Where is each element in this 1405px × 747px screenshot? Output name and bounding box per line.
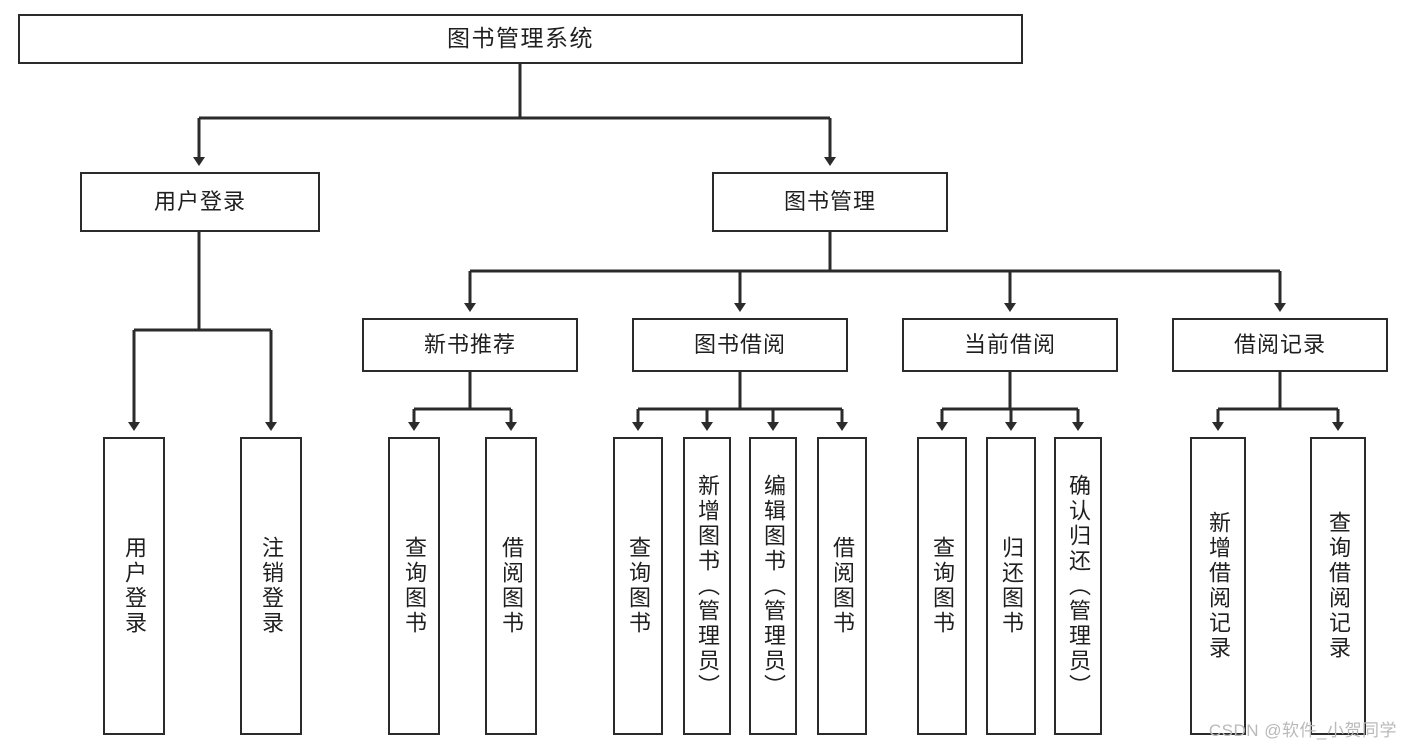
node-borrow-record-label: 借阅记录 [1233,332,1326,358]
leaf-record-add-record[interactable]: 新增借阅记录 [1190,437,1246,735]
node-root[interactable]: 图书管理系统 [18,14,1023,64]
leaf-record-add-record-label: 新增借阅记录 [1206,511,1231,661]
leaf-borrow-query-book[interactable]: 查询图书 [613,437,663,735]
leaf-newbook-query-book-label: 查询图书 [402,536,427,636]
leaf-user-login[interactable]: 用户登录 [103,437,165,735]
leaf-borrow-add-book-admin-label: 新增图书（管理员） [695,473,720,699]
leaf-newbook-borrow-book[interactable]: 借阅图书 [485,437,537,735]
node-book-borrow[interactable]: 图书借阅 [632,318,848,372]
node-book-borrow-label: 图书借阅 [693,332,786,358]
leaf-current-confirm-return-admin-label: 确认归还（管理员） [1066,473,1091,699]
leaf-borrow-borrow-book-label: 借阅图书 [830,536,855,636]
leaf-logout[interactable]: 注销登录 [240,437,302,735]
node-user-login[interactable]: 用户登录 [80,172,320,232]
leaf-newbook-query-book[interactable]: 查询图书 [388,437,440,735]
leaf-borrow-borrow-book[interactable]: 借阅图书 [817,437,867,735]
leaf-borrow-add-book-admin[interactable]: 新增图书（管理员） [683,437,731,735]
leaf-user-login-label: 用户登录 [122,536,147,636]
node-book-management[interactable]: 图书管理 [712,172,948,232]
leaf-record-query-record-label: 查询借阅记录 [1326,511,1351,661]
leaf-current-confirm-return-admin[interactable]: 确认归还（管理员） [1054,437,1102,735]
leaf-borrow-edit-book-admin[interactable]: 编辑图书（管理员） [749,437,797,735]
leaf-current-return-book[interactable]: 归还图书 [986,437,1036,735]
node-new-book-recommend-label: 新书推荐 [423,332,516,358]
node-root-label: 图书管理系统 [447,25,594,52]
node-user-login-label: 用户登录 [153,189,246,215]
node-current-borrow[interactable]: 当前借阅 [902,318,1118,372]
leaf-borrow-query-book-label: 查询图书 [626,536,651,636]
leaf-current-query-book[interactable]: 查询图书 [917,437,967,735]
node-new-book-recommend[interactable]: 新书推荐 [362,318,578,372]
leaf-logout-label: 注销登录 [259,536,284,636]
node-book-management-label: 图书管理 [783,189,876,215]
leaf-current-query-book-label: 查询图书 [930,536,955,636]
node-borrow-record[interactable]: 借阅记录 [1172,318,1388,372]
leaf-newbook-borrow-book-label: 借阅图书 [499,536,524,636]
csdn-watermark: CSDN @软件_小贺同学 [1208,721,1397,740]
leaf-borrow-edit-book-admin-label: 编辑图书（管理员） [761,473,786,699]
node-current-borrow-label: 当前借阅 [963,332,1056,358]
leaf-current-return-book-label: 归还图书 [999,536,1024,636]
leaf-record-query-record[interactable]: 查询借阅记录 [1310,437,1366,735]
